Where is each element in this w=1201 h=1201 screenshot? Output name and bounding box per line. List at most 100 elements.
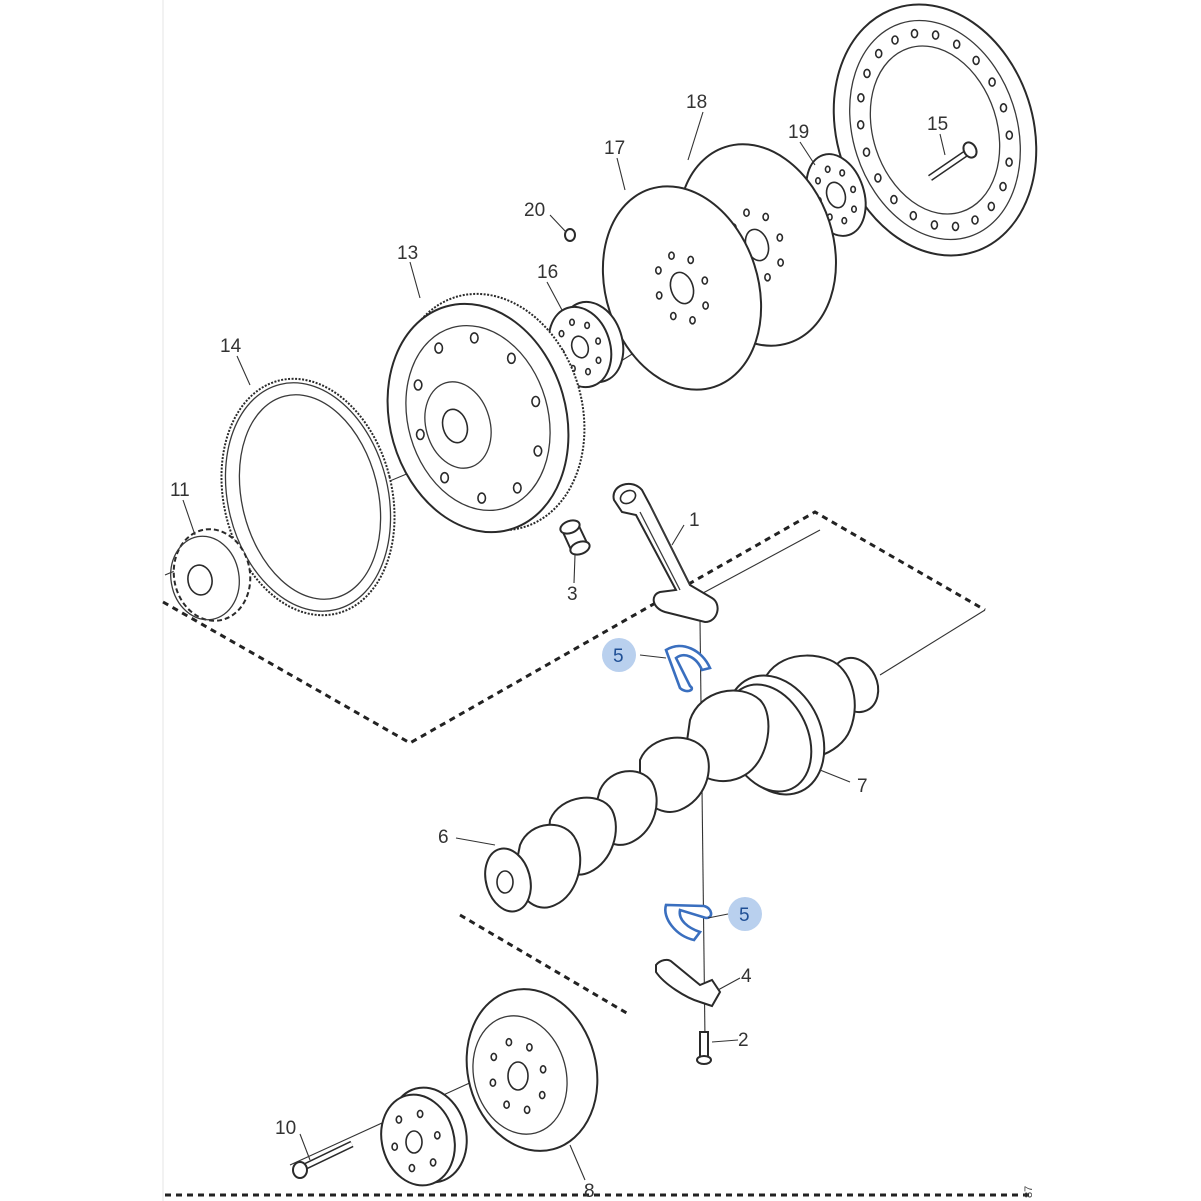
callout-6: 6 <box>438 827 449 848</box>
bolt-hole <box>988 77 996 87</box>
callout-14: 14 <box>220 336 242 357</box>
bolt-hole <box>841 216 848 225</box>
bolt-hole <box>1005 157 1013 167</box>
document-reference: 87 <box>1023 1186 1035 1198</box>
assembly-dashed-lines <box>162 510 1030 1197</box>
bolt-hole <box>930 220 939 230</box>
bolt-hole <box>909 210 918 221</box>
bolt-hole <box>987 201 996 212</box>
bolt-hole <box>910 28 919 39</box>
bolt-hole <box>434 342 444 354</box>
part-19-plate <box>805 153 867 237</box>
part-11-gear <box>170 528 252 622</box>
leader-7 <box>819 769 851 783</box>
callout-7: 7 <box>857 776 868 797</box>
bolt-hole <box>477 492 487 504</box>
bolt-hole <box>764 272 771 282</box>
bolt-hole <box>951 221 960 232</box>
bolt-hole <box>743 208 750 217</box>
bolt-hole <box>850 205 858 213</box>
bolt-hole <box>539 1065 547 1074</box>
callout-10: 10 <box>275 1118 296 1139</box>
part-2-rod-bolt <box>696 1031 712 1065</box>
part-17-flexplate <box>601 185 763 391</box>
callout-15: 15 <box>927 114 948 135</box>
bolt-hole <box>415 428 425 441</box>
bolt-hole <box>408 1163 416 1173</box>
part-15-bolt <box>928 141 978 181</box>
bolt-hole <box>531 395 541 408</box>
part-10-bolt <box>292 1140 354 1179</box>
callout-5-lower: 5 <box>739 905 750 926</box>
bolt-hole <box>971 215 979 225</box>
highlight-marker-upper <box>602 638 636 672</box>
part-5-bearing-shell-upper <box>664 644 712 693</box>
callout-4: 4 <box>741 966 752 987</box>
bolt-hole <box>701 276 709 285</box>
callout-2: 2 <box>738 1030 749 1051</box>
bolt-hole <box>490 1052 498 1062</box>
bolt-hole <box>814 177 822 185</box>
bolt-hole <box>952 39 961 50</box>
part-5-bearing-shell-lower <box>664 903 713 942</box>
bolt-hole <box>584 321 591 330</box>
bolt-hole <box>538 1090 546 1100</box>
bolt-hole <box>512 482 522 494</box>
bolt-hole <box>669 311 677 321</box>
bolt-hole <box>595 337 602 345</box>
bolt-hole <box>416 1109 424 1119</box>
bolt-hole <box>687 255 695 265</box>
bolt-hole <box>440 471 450 484</box>
bolt-hole <box>655 291 663 300</box>
bolt-hole <box>568 318 576 327</box>
bolt-hole <box>972 55 980 66</box>
bolt-hole <box>489 1078 497 1087</box>
bolt-hole <box>503 1100 511 1109</box>
bolt-hole <box>689 315 696 325</box>
part-hub <box>380 1086 468 1187</box>
callout-5-upper: 5 <box>613 646 624 667</box>
bolt-hole <box>433 1131 441 1140</box>
bolt-hole <box>874 173 882 183</box>
bolt-hole <box>523 1105 531 1115</box>
bolt-hole <box>776 233 784 242</box>
bolt-hole <box>668 251 675 260</box>
callout-13: 13 <box>397 243 418 264</box>
bolt-hole <box>702 301 710 310</box>
part-14-ring-gear <box>220 377 396 617</box>
callout-17: 17 <box>604 138 625 159</box>
part-3-bushing <box>559 519 591 556</box>
bolt-hole <box>762 212 770 222</box>
bolt-hole <box>505 1037 513 1047</box>
part-6-crankshaft <box>484 654 880 913</box>
bolt-hole <box>863 68 871 79</box>
callout-1: 1 <box>689 510 700 531</box>
bolt-hole <box>856 120 865 130</box>
bolt-hole <box>506 352 516 365</box>
callout-19: 19 <box>788 122 809 143</box>
callout-11: 11 <box>170 480 190 501</box>
bolt-hole <box>999 181 1007 192</box>
bolt-hole <box>850 185 857 194</box>
bolt-hole <box>891 35 899 45</box>
bolt-hole <box>595 356 602 365</box>
callout-labels: 1 2 3 4 5 5 6 7 8 10 11 13 14 15 16 17 1… <box>170 92 948 1201</box>
bolt-hole <box>857 93 865 103</box>
part-1-connecting-rod <box>612 482 719 624</box>
bolt-hole <box>469 332 479 344</box>
part-16-spacer <box>547 300 625 389</box>
part-damper-housing <box>832 3 1038 257</box>
part-13-flywheel <box>386 292 586 534</box>
bolt-hole <box>584 367 592 376</box>
bolt-hole <box>777 258 785 267</box>
bolt-hole <box>824 165 831 174</box>
bolt-hole <box>429 1158 437 1167</box>
bolt-hole <box>890 194 898 205</box>
bolt-hole <box>558 329 565 338</box>
bolt-hole <box>862 147 871 157</box>
callout-18: 18 <box>686 92 707 113</box>
part-8-damper-pulley <box>465 988 599 1152</box>
callout-16: 16 <box>537 262 558 283</box>
